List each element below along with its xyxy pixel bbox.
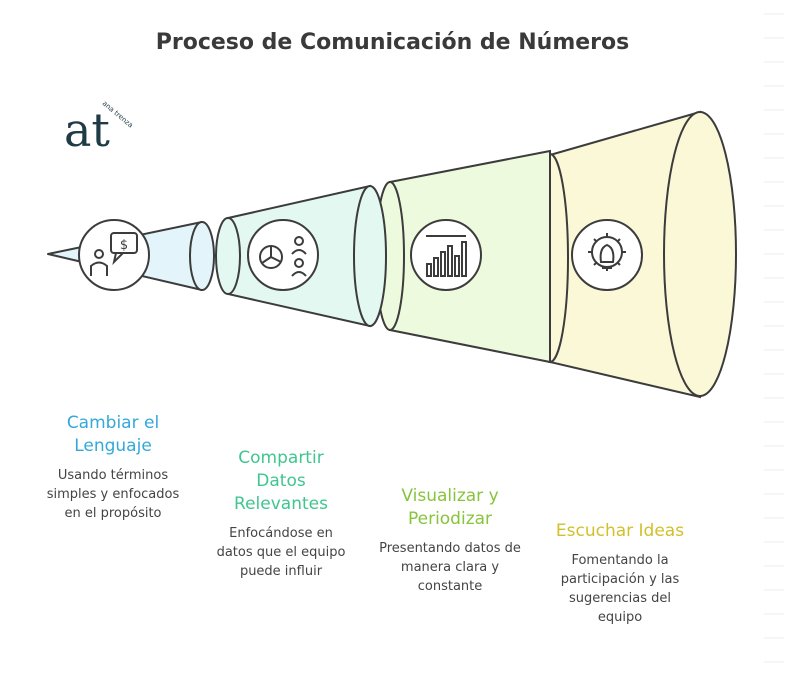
brand-logo: at ana trenza <box>64 99 135 157</box>
stage-1-text: Cambiar el Lenguaje Usando términos simp… <box>40 412 186 523</box>
svg-text:$: $ <box>120 238 128 253</box>
stage-3-label: Visualizar y Periodizar <box>401 486 499 529</box>
stage-2-text: Compartir Datos Relevantes Enfocándose e… <box>212 447 350 581</box>
stage-3-text: Visualizar y Periodizar Presentando dato… <box>376 485 524 596</box>
stage-1-label: Cambiar el Lenguaje <box>66 413 160 456</box>
stage-3-description: Presentando datos de manera clara y cons… <box>379 541 521 594</box>
edge-marks <box>764 13 784 663</box>
stage-2-description: Enfocándose en datos que el equipo puede… <box>216 526 346 579</box>
gear-lightbulb-icon <box>571 219 643 291</box>
svg-text:at: at <box>64 103 110 157</box>
stage-4-description: Fomentando la participación y las sugere… <box>560 553 680 625</box>
person-money-speech-icon: $ <box>78 219 150 291</box>
stage-4-label: Escuchar Ideas <box>555 521 685 541</box>
stage-1-description: Usando términos simples y enfocados en e… <box>46 468 180 521</box>
page-title: Proceso de Comunicación de Números <box>155 30 630 55</box>
pie-chart-people-icon <box>247 219 319 291</box>
bar-chart-icon <box>410 219 482 291</box>
stage-4-text: Escuchar Ideas Fomentando la participaci… <box>545 520 695 627</box>
stage-2-label: Compartir Datos Relevantes <box>234 448 328 514</box>
